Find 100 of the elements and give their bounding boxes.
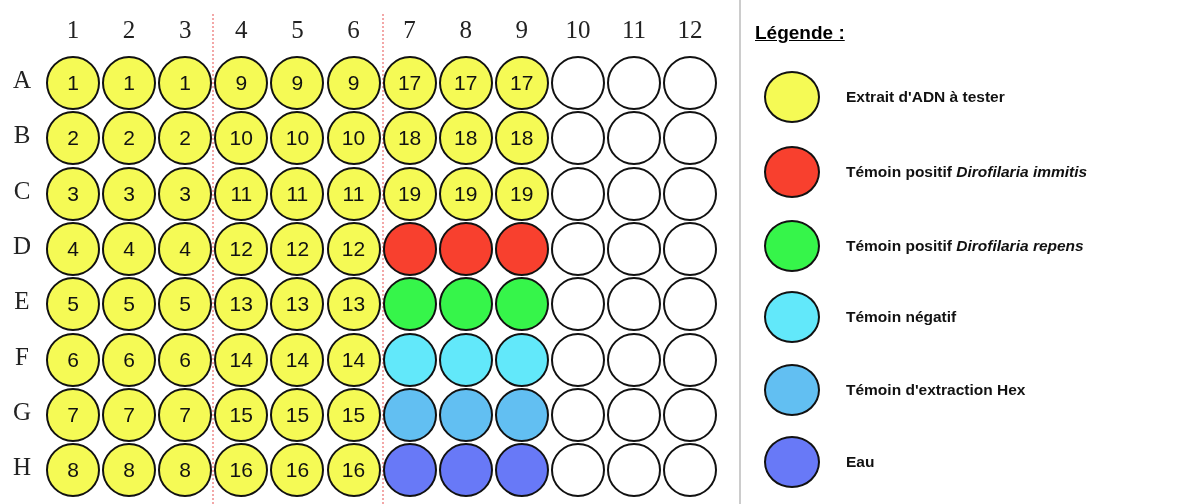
- well: 16: [214, 443, 269, 498]
- well: 7: [102, 387, 157, 442]
- well: 10: [326, 111, 381, 166]
- well: 3: [102, 166, 157, 221]
- well: [438, 387, 493, 442]
- well: [494, 387, 549, 442]
- legend-label: Témoin d'extraction Hex: [846, 381, 1026, 399]
- row-letter: D: [12, 231, 32, 260]
- well: 18: [438, 111, 493, 166]
- well: 7: [46, 387, 100, 442]
- column-number: 10: [565, 16, 591, 44]
- well: 12: [270, 221, 325, 276]
- well: 17: [494, 56, 549, 110]
- well: [607, 221, 661, 276]
- well: 8: [158, 443, 213, 498]
- well: 17: [438, 56, 493, 110]
- well: [550, 221, 605, 276]
- well: 10: [270, 111, 325, 166]
- well: 4: [102, 221, 157, 276]
- legend-label: Extrait d'ADN à tester: [846, 88, 1005, 106]
- well: 13: [326, 277, 381, 332]
- well: [607, 443, 661, 498]
- column-number: 12: [677, 16, 703, 44]
- column-number: 8: [459, 16, 472, 44]
- row-letter: H: [12, 453, 32, 482]
- well: [607, 166, 661, 221]
- well: [382, 387, 437, 442]
- well: [382, 443, 437, 498]
- column-number: 5: [291, 16, 304, 44]
- well: [663, 56, 718, 110]
- well: 3: [158, 166, 213, 221]
- well: 12: [214, 221, 269, 276]
- well: 1: [102, 56, 157, 110]
- well: 14: [270, 332, 325, 387]
- well: [607, 387, 661, 442]
- well: 6: [158, 332, 213, 387]
- well: 5: [158, 277, 213, 332]
- legend-label: Témoin négatif: [846, 308, 957, 326]
- column-number: 3: [178, 16, 192, 44]
- well: 6: [46, 332, 100, 387]
- well: 16: [326, 443, 381, 498]
- row-letter: B: [13, 121, 31, 150]
- legend-label: Eau: [846, 453, 875, 471]
- well: 15: [214, 387, 269, 442]
- well: 19: [494, 166, 549, 221]
- well: 8: [102, 443, 157, 498]
- well: [438, 221, 493, 276]
- row-letter: E: [14, 287, 30, 316]
- well: 17: [382, 56, 437, 110]
- well: 11: [270, 166, 325, 221]
- well: [663, 221, 718, 276]
- well: 9: [214, 56, 269, 110]
- well: 7: [158, 387, 213, 442]
- column-number: 11: [621, 16, 647, 44]
- column-number: 4: [235, 16, 248, 44]
- well: 1: [46, 56, 100, 110]
- well: 19: [382, 166, 437, 221]
- well: 3: [46, 166, 100, 221]
- legend-title: Légende :: [755, 22, 845, 44]
- well: 19: [438, 166, 493, 221]
- well: [607, 111, 661, 166]
- well: 6: [102, 332, 157, 387]
- legend-label: Témoin positif Dirofilaria repens: [846, 237, 1084, 255]
- well: 9: [326, 56, 381, 110]
- well: 15: [326, 387, 381, 442]
- row-letter: G: [12, 397, 32, 426]
- well: 8: [46, 443, 100, 498]
- well: 4: [46, 221, 100, 276]
- well: 18: [382, 111, 437, 166]
- well: [550, 387, 605, 442]
- legend-label: Témoin positif Dirofilaria immitis: [846, 163, 1088, 181]
- row-letter: F: [15, 342, 29, 371]
- well: 13: [214, 277, 269, 332]
- well: 15: [270, 387, 325, 442]
- well: 5: [102, 277, 157, 332]
- well: 5: [46, 277, 100, 332]
- well: 14: [214, 332, 269, 387]
- well: 2: [158, 111, 213, 166]
- column-number: 9: [515, 16, 529, 44]
- well: [550, 56, 605, 110]
- column-number: 1: [66, 16, 80, 44]
- well: 10: [214, 111, 269, 166]
- well: 9: [270, 56, 325, 110]
- well: [607, 332, 661, 387]
- well: 12: [326, 221, 381, 276]
- well: 4: [158, 221, 213, 276]
- well: 14: [326, 332, 381, 387]
- column-number: 2: [122, 16, 136, 44]
- well: [607, 277, 661, 332]
- well: 11: [326, 166, 381, 221]
- well: [382, 332, 437, 387]
- well: 13: [270, 277, 325, 332]
- well: 2: [102, 111, 157, 166]
- well: [663, 387, 718, 442]
- row-letter: A: [12, 66, 32, 94]
- column-number: 7: [403, 16, 416, 44]
- well: 1: [158, 56, 213, 110]
- well: [607, 56, 661, 110]
- well: 18: [494, 111, 549, 166]
- well: [494, 221, 549, 276]
